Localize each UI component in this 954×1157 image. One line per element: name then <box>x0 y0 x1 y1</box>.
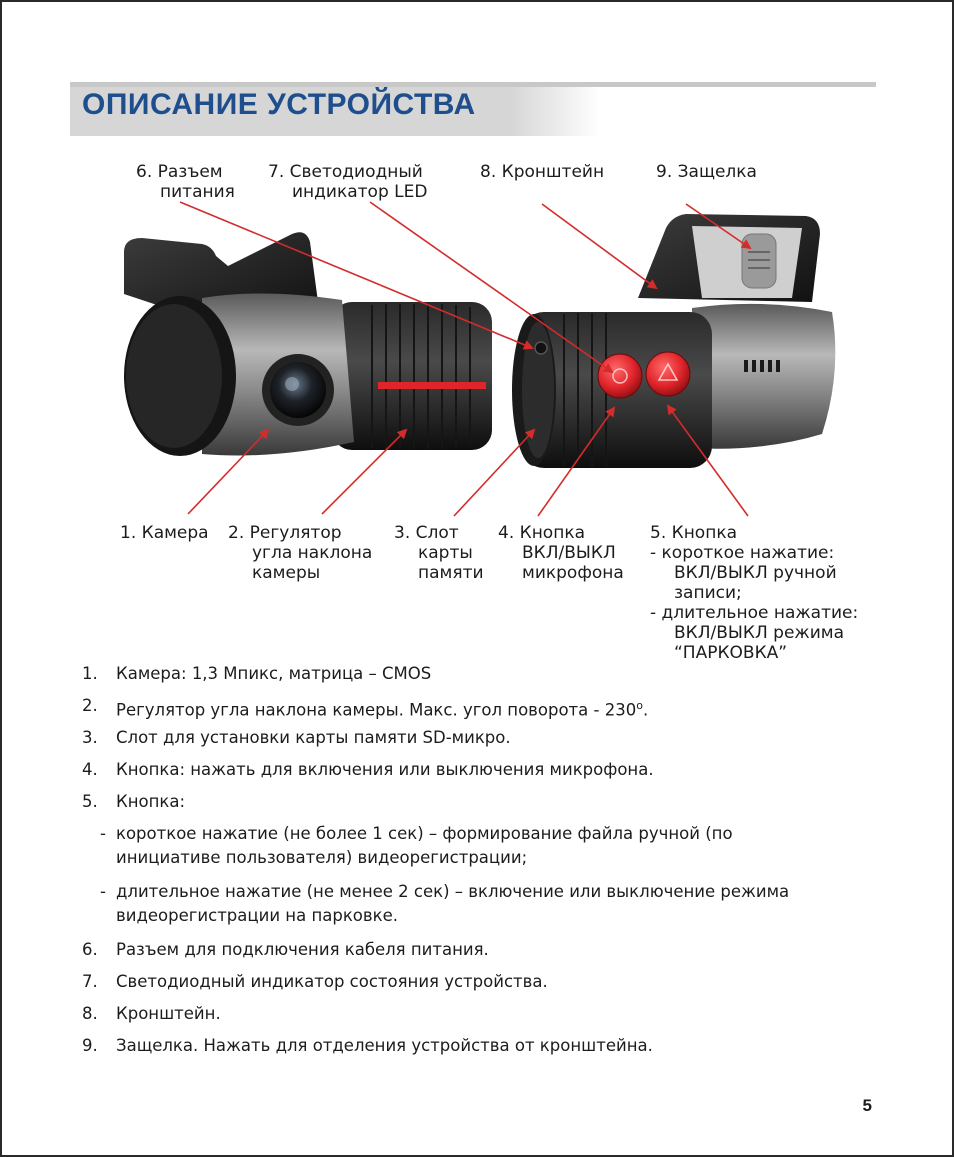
callout-label: 5. Кнопка <box>650 523 738 543</box>
callout-label: 7. Светодиодный <box>268 162 423 182</box>
camera-front-view <box>124 232 492 456</box>
callout-sub: ВКЛ/ВЫКЛ режима <box>674 623 845 643</box>
callout-sub: питания <box>160 182 235 202</box>
callout-label: 8. Кронштейн <box>480 162 605 182</box>
callout-record-button: 5. Кнопка - короткое нажатие: ВКЛ/ВЫКЛ р… <box>650 523 858 663</box>
device-diagram <box>2 152 954 672</box>
list-item: 4. Кнопка: нажать для включения или выкл… <box>82 760 654 779</box>
callout-led-indicator: 7. Светодиодный индикатор LED <box>268 162 427 202</box>
callout-sub: - короткое нажатие: <box>650 543 835 563</box>
callout-label: 6. Разъем <box>136 162 223 182</box>
callout-camera: 1. Камера <box>120 523 209 543</box>
callout-sub: ВКЛ/ВЫКЛ ручной <box>674 563 837 583</box>
list-item: 3. Слот для установки карты памяти SD-ми… <box>82 728 511 747</box>
list-item: 9. Защелка. Нажать для отделения устройс… <box>82 1036 653 1055</box>
callout-sub: микрофона <box>522 563 624 583</box>
callout-sub: угла наклона <box>252 543 373 563</box>
list-sub-item: - короткое нажатие (не более 1 сек) – фо… <box>100 824 733 867</box>
callout-sub: - длительное нажатие: <box>650 603 859 623</box>
device-illustration <box>124 201 836 517</box>
callout-label: 4. Кнопка <box>498 523 586 543</box>
list-sub-item: - длительное нажатие (не менее 2 сек) – … <box>100 882 790 925</box>
callout-sub: памяти <box>418 563 484 583</box>
list-item: 7. Светодиодный индикатор состояния устр… <box>82 972 548 991</box>
list-item: 2. Регулятор угла наклона камеры. Макс. … <box>82 696 649 720</box>
callout-tilt-regulator: 2. Регулятор угла наклона камеры <box>228 523 372 583</box>
callout-power-connector: 6. Разъем питания <box>136 162 235 202</box>
callout-latch: 9. Защелка <box>656 162 757 182</box>
callout-label: 9. Защелка <box>656 162 757 182</box>
callout-sub: камеры <box>252 563 321 583</box>
callout-sub: карты <box>418 543 473 563</box>
title-background-fade <box>510 87 600 136</box>
page-number: 5 <box>862 1096 872 1115</box>
leader-lines <box>179 201 752 517</box>
callout-memory-slot: 3. Слот карты памяти <box>394 523 484 583</box>
camera-rear-view <box>512 214 836 468</box>
callout-sub: индикатор LED <box>292 182 428 202</box>
page-title: ОПИСАНИЕ УСТРОЙСТВА <box>82 88 476 121</box>
callout-label: 2. Регулятор <box>228 523 342 543</box>
callout-sub: ВКЛ/ВЫКЛ <box>522 543 616 563</box>
list-item: 6. Разъем для подключения кабеля питания… <box>82 940 489 959</box>
callout-mic-button: 4. Кнопка ВКЛ/ВЫКЛ микрофона <box>498 523 624 583</box>
list-item: 1. Камера: 1,3 Мпикс, матрица – CMOS <box>82 664 432 683</box>
callout-label: 3. Слот <box>394 523 459 543</box>
callout-bracket: 8. Кронштейн <box>480 162 604 182</box>
title-rule <box>70 82 876 87</box>
list-item: 5. Кнопка: <box>82 792 186 811</box>
title-band <box>70 82 876 136</box>
callout-label: 1. Камера <box>120 523 209 543</box>
description-list: 1. Камера: 1,3 Мпикс, матрица – CMOS 2. … <box>80 662 900 1066</box>
title-background <box>70 87 510 136</box>
callout-sub: “ПАРКОВКА” <box>674 643 788 663</box>
degree-mark: o <box>636 699 643 712</box>
list-item: 8. Кронштейн. <box>82 1004 221 1023</box>
callout-sub: записи; <box>674 583 742 603</box>
